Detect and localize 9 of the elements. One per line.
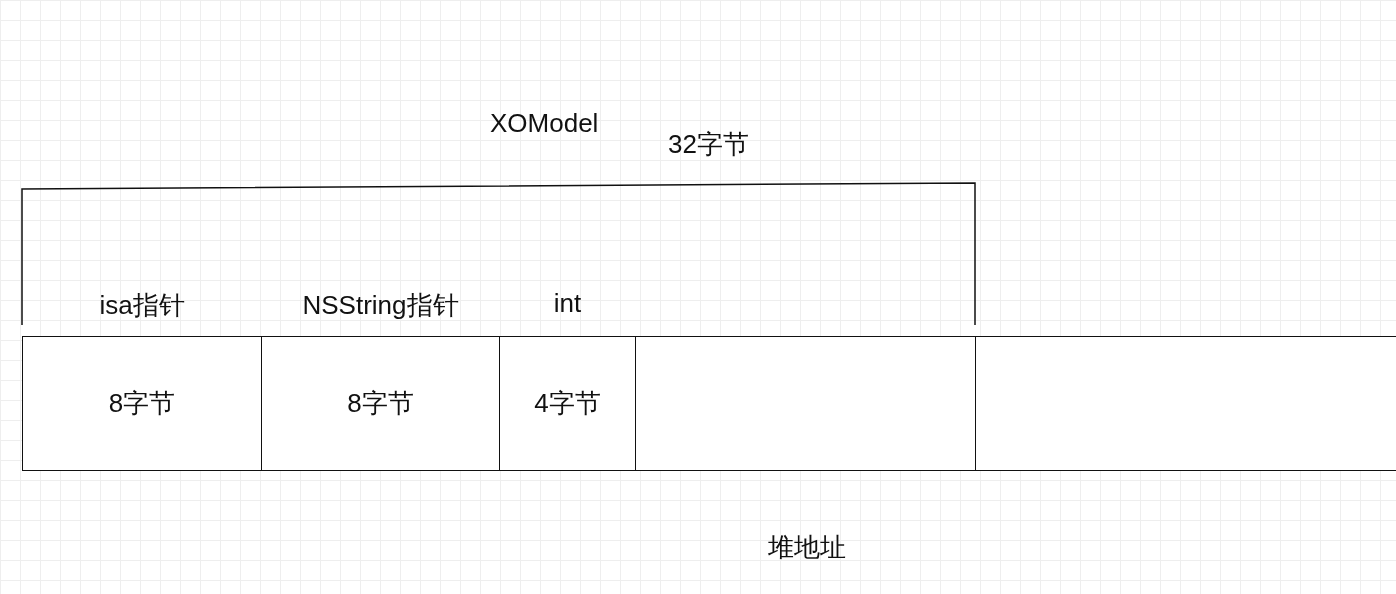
field-label: isa指针 (98, 289, 186, 322)
size-label: 8字节 (347, 387, 414, 420)
size-label: 4字节 (534, 387, 601, 420)
size-label: 8字节 (108, 387, 176, 420)
total-size-label: 32字节 (668, 128, 749, 161)
struct-name: XOModel (490, 108, 599, 139)
field-label: NSString指针 (301, 289, 460, 322)
address-label: 堆地址 (768, 531, 846, 564)
field-label: int (552, 288, 583, 319)
